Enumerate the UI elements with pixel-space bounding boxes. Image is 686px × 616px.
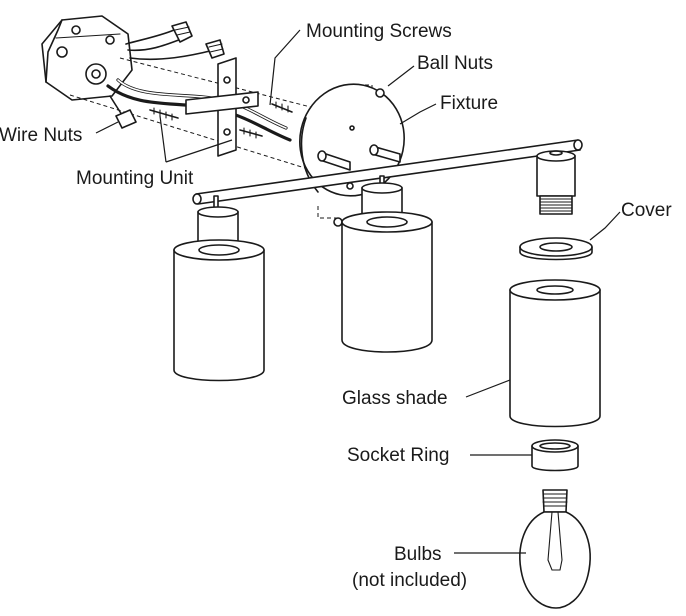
label-socket-ring: Socket Ring [347, 445, 449, 466]
label-ball-nuts: Ball Nuts [417, 53, 493, 74]
label-mounting-screws: Mounting Screws [306, 21, 452, 42]
label-mounting-unit: Mounting Unit [76, 168, 194, 189]
supply-wires [106, 29, 292, 142]
label-glass-shade: Glass shade [342, 388, 448, 409]
glass-shade [509, 279, 601, 428]
fixture-bar [192, 139, 583, 205]
label-not-included: (not included) [352, 570, 467, 591]
bulb [519, 489, 591, 609]
mounting-unit [185, 57, 259, 157]
labels: Mounting Screws Ball Nuts Fixture Wire N… [0, 21, 672, 591]
right-socket [536, 150, 576, 215]
label-bulbs: Bulbs [394, 544, 442, 565]
leader-lines [95, 29, 621, 554]
wire-nuts [115, 21, 225, 129]
left-shade [173, 195, 265, 382]
label-fixture: Fixture [440, 93, 498, 114]
label-wire-nuts: Wire Nuts [0, 125, 82, 146]
cover-ring [519, 237, 593, 261]
center-shade [341, 175, 433, 353]
socket-ring [531, 439, 579, 472]
label-cover: Cover [621, 200, 672, 221]
junction-box [41, 15, 133, 101]
mounting-screws [149, 101, 293, 139]
